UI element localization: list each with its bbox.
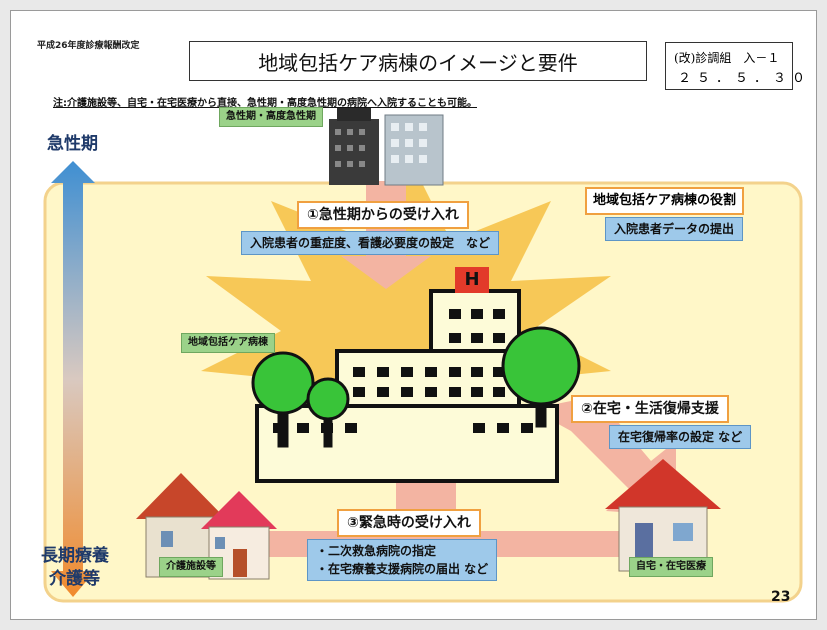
function-3-detail-1: ・二次救急病院の指定: [316, 544, 437, 558]
revision-note: 平成26年度診療報酬改定: [37, 41, 140, 51]
function-3-detail: ・二次救急病院の指定 ・在宅療養支援病院の届出 など: [307, 539, 498, 581]
page-title: 地域包括ケア病棟のイメージと要件: [258, 50, 578, 75]
function-3-title: ③緊急時の受け入れ: [337, 509, 481, 537]
community-ward-label: 地域包括ケア病棟: [181, 333, 275, 353]
document-date: ２５．５．３０: [678, 71, 812, 86]
slide: 平成26年度診療報酬改定 地域包括ケア病棟のイメージと要件 (改)診調組 入－１…: [10, 10, 817, 620]
hospital-sign-box: [455, 267, 489, 293]
axis-bottom-label-1: 長期療養: [41, 546, 109, 566]
note-text: 注:介護施設等、自宅・在宅医療から直接、急性期・高度急性期の病院へ入院することも…: [53, 98, 477, 109]
acute-hospital-label: 急性期・高度急性期: [219, 107, 323, 127]
role-item: 入院患者データの提出: [605, 217, 744, 241]
acute-hospital-buildings: [329, 107, 444, 186]
care-facility-label: 介護施設等: [159, 557, 223, 577]
title-box: 地域包括ケア病棟のイメージと要件: [189, 41, 647, 81]
function-1-title: ①急性期からの受け入れ: [297, 201, 469, 229]
axis-bottom-label-2: 介護等: [49, 569, 100, 589]
function-3-detail-2: ・在宅療養支援病院の届出 など: [316, 562, 489, 576]
hospital-sign: H: [464, 269, 480, 290]
role-title: 地域包括ケア病棟の役割: [585, 187, 745, 215]
document-code-box: (改)診調組 入－１ ２５．５．３０: [665, 42, 805, 90]
axis-top-label: 急性期: [47, 134, 98, 154]
function-1-detail: 入院患者の重症度、看護必要度の設定 など: [241, 231, 500, 255]
care-axis-arrow: [51, 161, 95, 597]
document-code: (改)診調組 入－１: [674, 51, 780, 65]
function-2-detail: 在宅復帰率の設定 など: [609, 425, 752, 449]
trees: [251, 326, 581, 448]
page-number: 23: [771, 589, 791, 605]
home-care-label: 自宅・在宅医療: [629, 557, 713, 577]
function-2-title: ②在宅・生活復帰支援: [571, 395, 729, 423]
